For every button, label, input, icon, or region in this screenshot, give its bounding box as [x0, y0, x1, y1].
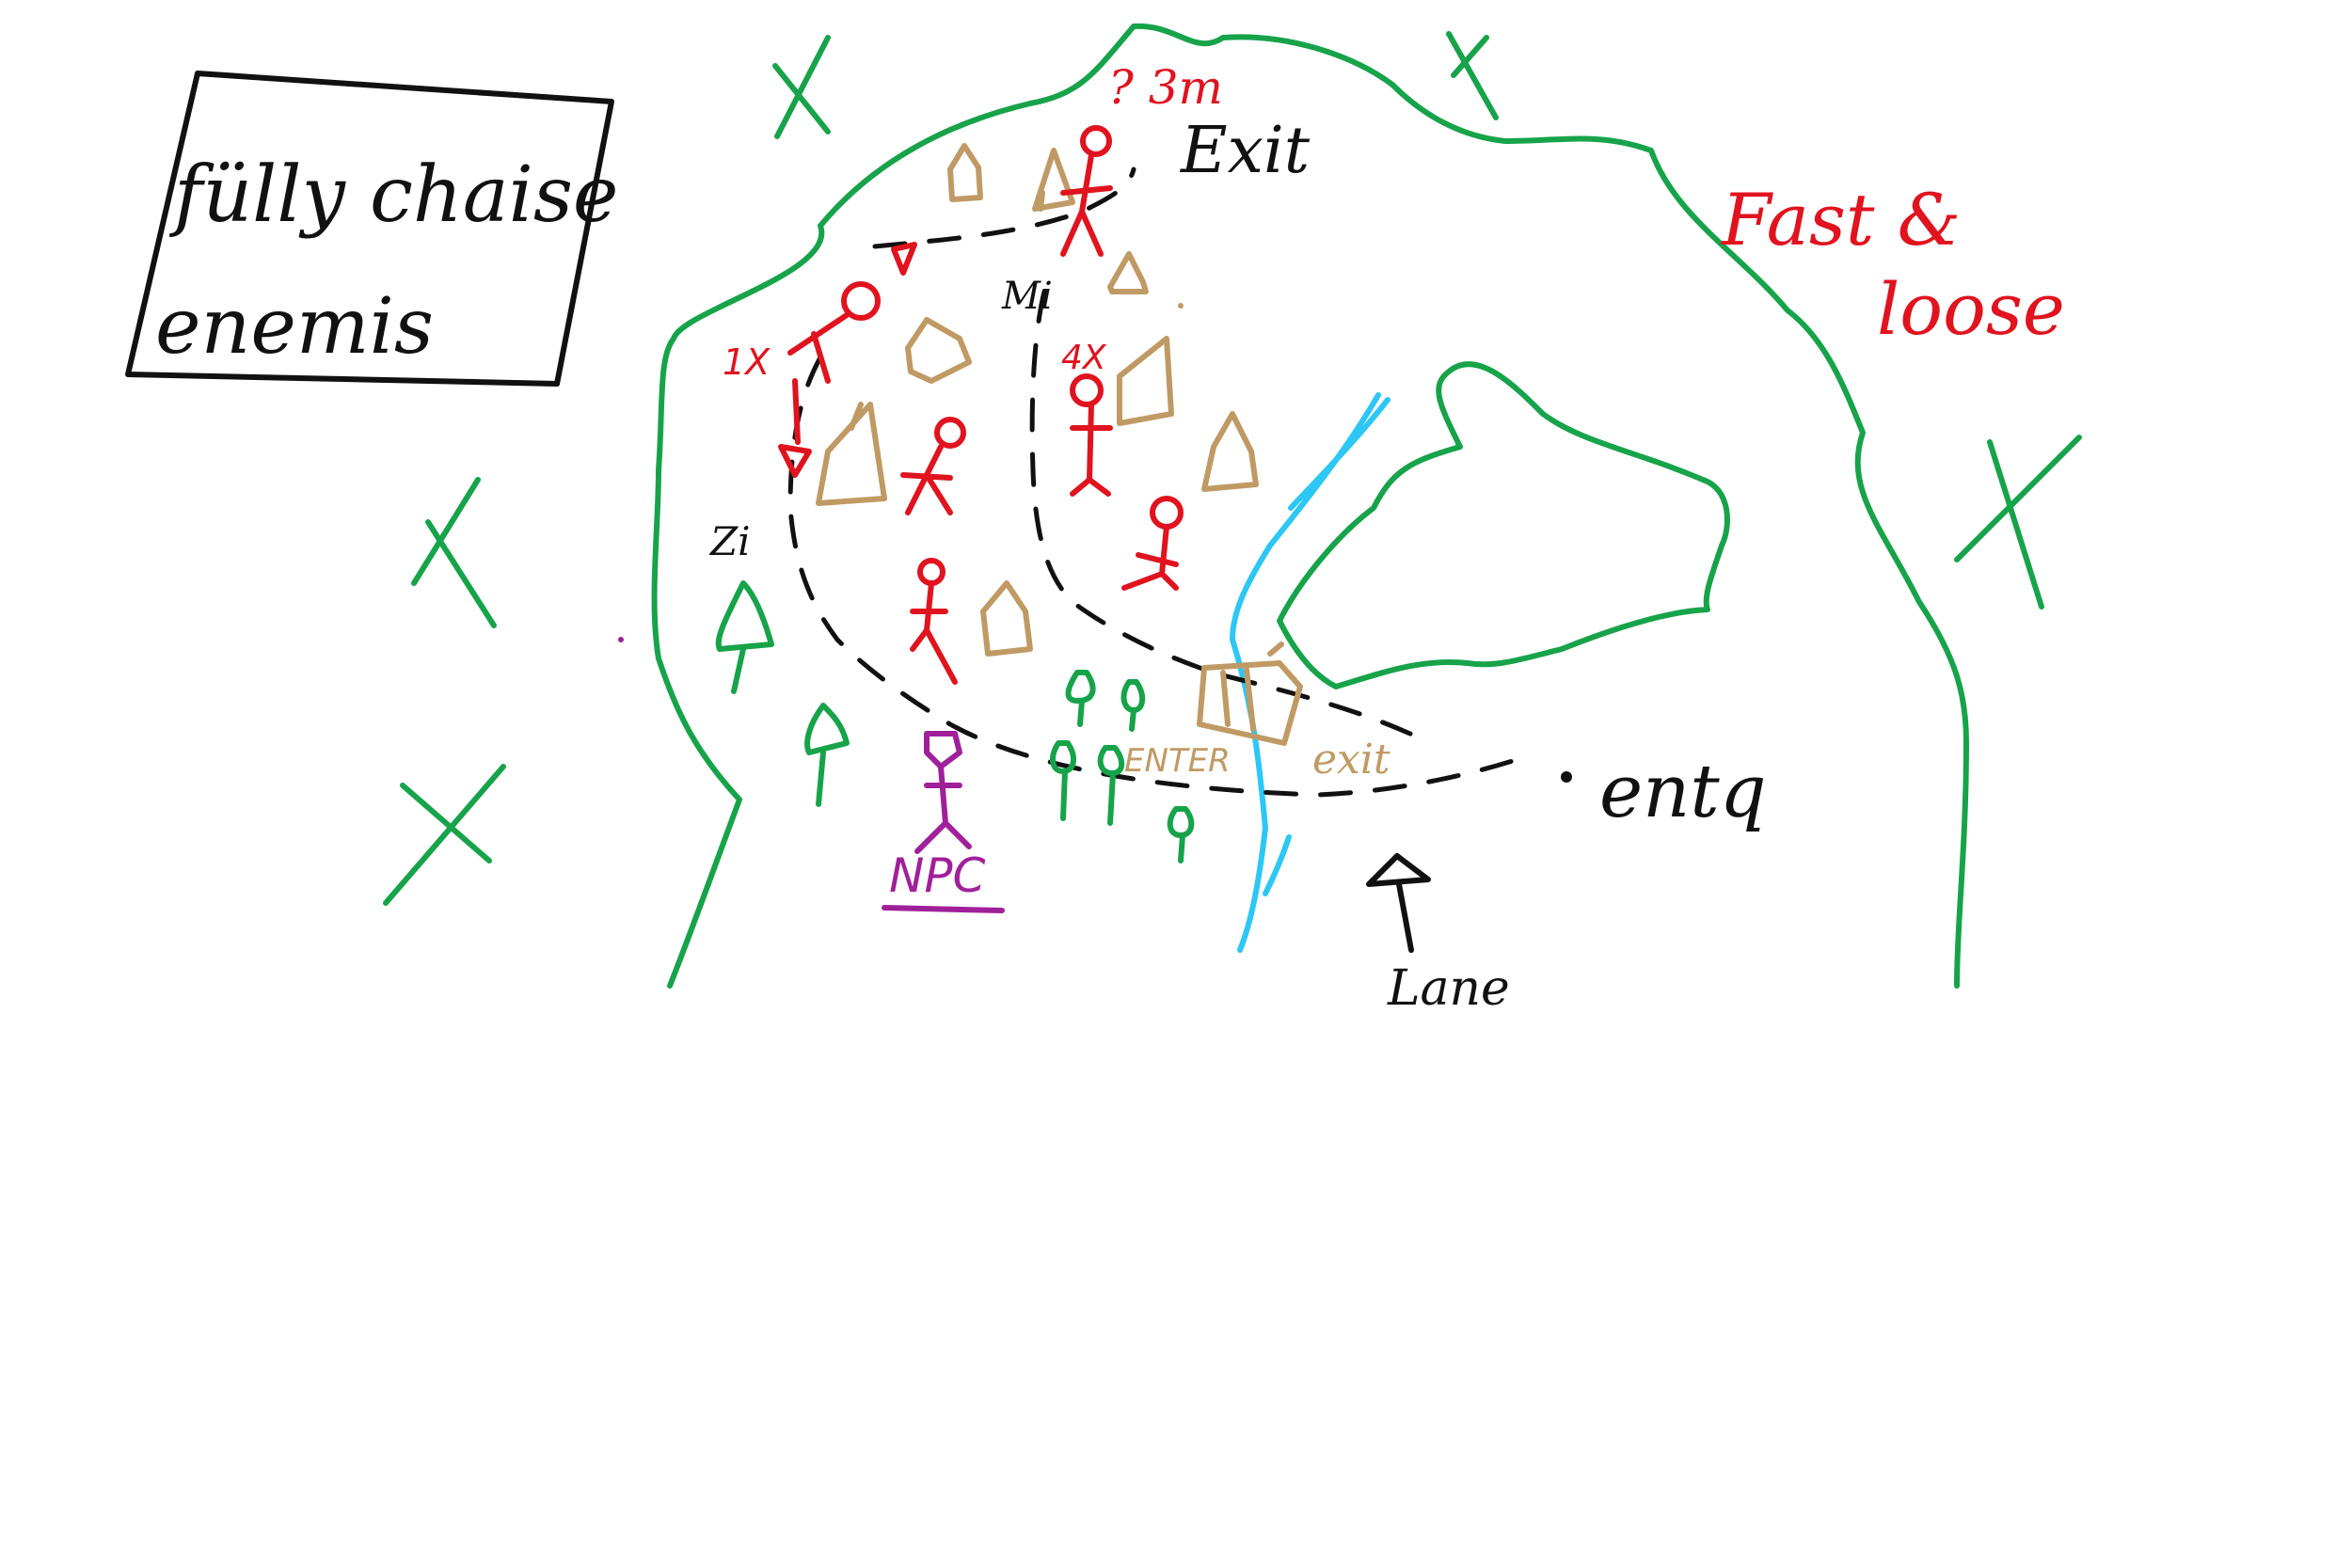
house-icon — [1201, 411, 1259, 492]
lane-marker: Lane — [1366, 853, 1510, 1017]
tree-icon — [1167, 806, 1195, 863]
enemy-1x-label: 1X — [723, 341, 771, 383]
cross-marker-icon — [772, 35, 831, 139]
cross-marker-icon — [1954, 435, 2082, 610]
tree-icon — [1065, 670, 1096, 727]
mark-z-label: Zi — [708, 518, 751, 564]
cross-marker-icon — [1446, 31, 1499, 120]
note-box: fülly chaise enemis — [125, 71, 618, 387]
enemy-4x-label: 4X — [1061, 339, 1107, 377]
tree-icon — [715, 580, 774, 694]
exit-label: Exit — [1179, 114, 1311, 188]
stickfigure-icon — [787, 281, 881, 384]
cross-markers — [383, 31, 2082, 906]
stickfigure-icon — [778, 378, 812, 478]
entry-label: entq — [1599, 750, 1767, 834]
dashed-paths — [787, 166, 1527, 798]
npc-underline — [882, 905, 1005, 913]
enemies — [778, 125, 1184, 685]
npc-label: NPC — [889, 848, 986, 903]
dots — [618, 303, 1572, 783]
npc-figure: NPC — [882, 731, 1005, 913]
stickfigure-icon — [914, 731, 972, 854]
houses — [816, 143, 1259, 657]
fast-loose-line-2: loose — [1877, 267, 2065, 351]
trees — [715, 580, 1195, 863]
lane-label: Lane — [1387, 960, 1510, 1017]
house-icon — [816, 402, 887, 506]
note-box-text-line1: fülly chaise — [168, 150, 618, 240]
house-icon — [1032, 148, 1075, 212]
stickfigure-icon — [1070, 373, 1113, 497]
gate-icon — [1197, 641, 1303, 746]
stickfigure-icon — [1121, 496, 1184, 591]
cross-marker-icon — [411, 477, 497, 628]
area-boundary — [651, 23, 1969, 989]
enemy-count-top-label: ? 3m — [1108, 60, 1223, 115]
zone-exit-label: exit — [1312, 736, 1391, 784]
zone-enter-label: ENTER — [1124, 742, 1231, 780]
stickfigure-icon — [900, 417, 966, 515]
mark-m-label: Mi — [1001, 275, 1053, 318]
river — [1230, 392, 1391, 953]
house-icon — [1117, 336, 1174, 426]
house-icon — [1107, 251, 1149, 294]
tree-icon — [1097, 745, 1125, 826]
fast-loose-line-1: Fast & — [1720, 178, 1961, 261]
house-icon — [905, 317, 972, 384]
house-icon — [947, 143, 983, 202]
stickfigure-icon — [891, 242, 917, 276]
stickfigure-icon — [910, 558, 958, 685]
stickfigure-icon — [1060, 125, 1113, 257]
tree-icon — [1120, 679, 1146, 732]
note-box-text-line2: enemis — [155, 282, 434, 372]
tree-icon — [804, 703, 850, 807]
cross-marker-icon — [383, 764, 506, 906]
arrow-icon — [1366, 853, 1431, 953]
house-icon — [980, 580, 1033, 657]
tree-icon — [1050, 740, 1076, 821]
fast-loose-label: Fast &loose — [1720, 178, 2065, 351]
